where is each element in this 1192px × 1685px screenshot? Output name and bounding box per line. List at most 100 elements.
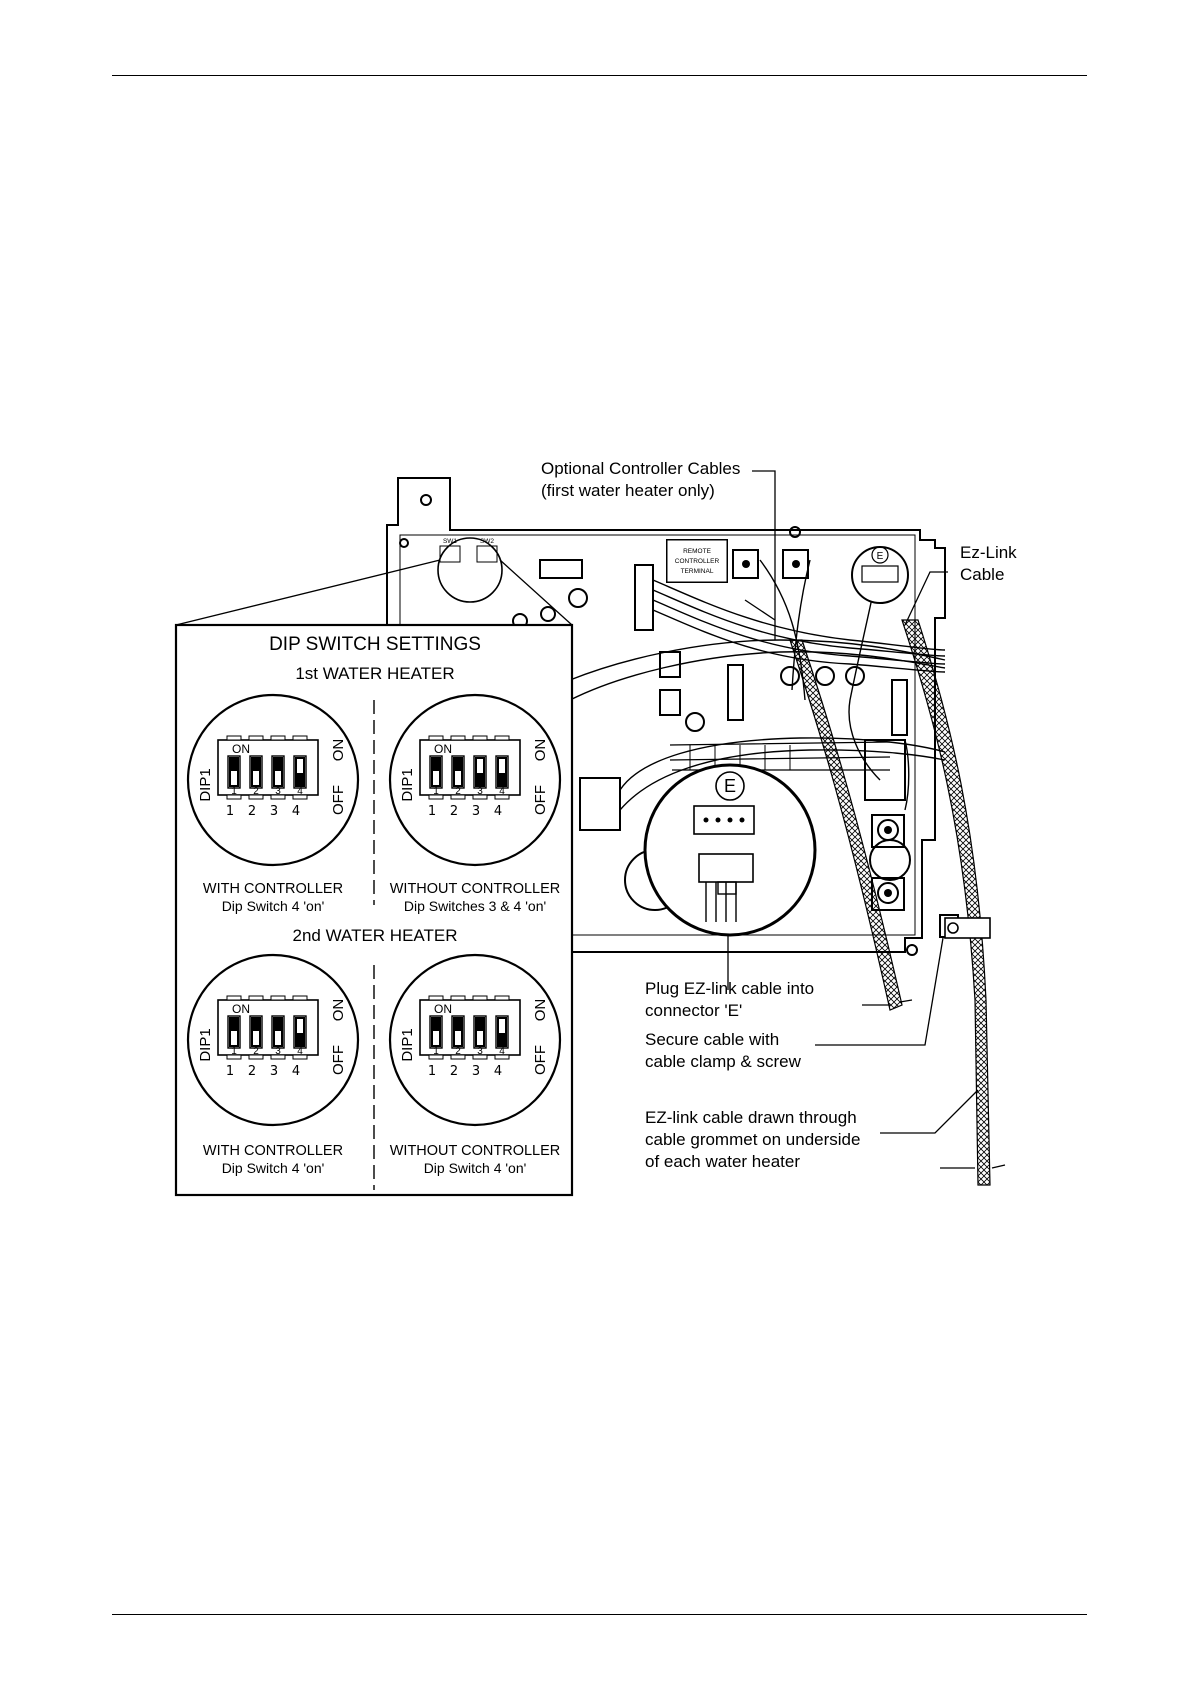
dip-switch-number: 1 <box>226 1064 234 1079</box>
dip-switch-tab <box>226 1054 242 1060</box>
dip-caption: WITH CONTROLLER <box>203 881 343 897</box>
footer-rule <box>112 1614 1087 1615</box>
dip-switch-knob <box>499 1019 505 1033</box>
dip-switch-tab <box>472 1054 488 1060</box>
dip-switch-inner-number: 2 <box>253 1046 259 1057</box>
dip-switch-number: 4 <box>292 804 300 819</box>
dip-caption: WITHOUT CONTROLLER <box>390 881 561 897</box>
off-side-label: OFF <box>532 785 549 815</box>
dip-switch-body <box>419 999 521 1056</box>
dip-switch-inner-number: 1 <box>231 1046 237 1057</box>
dip-switch-knob <box>433 771 439 785</box>
dip-switch-tab <box>450 995 466 1001</box>
dip-switch-inner-number: 2 <box>253 786 259 797</box>
dip-panel-title: DIP SWITCH SETTINGS <box>269 634 481 655</box>
dip-switch-inner-number: 4 <box>499 786 505 797</box>
on-side-label: ON <box>532 999 549 1022</box>
dip-switch-body <box>217 739 319 796</box>
remote-terminal-label: REMOTE CONTROLLER TERMINAL <box>666 539 728 583</box>
dip-detail: Dip Switch 4 'on' <box>222 898 325 914</box>
dip-switch-tab <box>270 995 286 1001</box>
dip-switch-tab <box>248 1054 264 1060</box>
dip-switch-inner-number: 4 <box>297 1046 303 1057</box>
header-rule <box>112 75 1087 76</box>
dip-switch-tab <box>428 794 444 800</box>
heater1-title: 1st WATER HEATER <box>295 664 454 683</box>
callout-plug: Plug EZ-link cable into connector 'E' <box>645 979 814 1020</box>
ez-link-line1: Ez-Link <box>960 543 1017 562</box>
dip-switch-tab <box>428 735 444 741</box>
dip-caption: WITH CONTROLLER <box>203 1143 343 1159</box>
callout-secure: Secure cable with cable clamp & screw <box>645 1030 802 1071</box>
dip-switch-tab <box>494 794 510 800</box>
dip-switch-number: 1 <box>428 804 436 819</box>
dip-switch-tab <box>270 735 286 741</box>
dip-switch-knob <box>433 1031 439 1045</box>
remote-terminal-line1: REMOTE <box>683 548 711 555</box>
board-switch-labels: SW1 SW2 <box>439 538 498 563</box>
dip-switch-tab <box>494 995 510 1001</box>
dip-switch-inner-number: 4 <box>499 1046 505 1057</box>
optional-cables-line2: (first water heater only) <box>541 481 715 500</box>
connector-e-letter: E <box>724 776 736 796</box>
dip-on-inside: ON <box>232 1002 250 1016</box>
dip-switch-tab <box>226 995 242 1001</box>
dip-switch-number: 2 <box>450 1064 458 1079</box>
dip-switch-tab <box>226 735 242 741</box>
dip-switch-number: 2 <box>248 804 256 819</box>
secure-line2: cable clamp & screw <box>645 1052 802 1071</box>
on-side-label: ON <box>330 999 347 1022</box>
dip-switch-tab <box>494 735 510 741</box>
dip-switch-tab <box>450 794 466 800</box>
connector-e-detail <box>643 763 817 937</box>
dip-switch-inner-number: 1 <box>433 1046 439 1057</box>
dip-switch-body <box>419 739 521 796</box>
dip-switch-knob <box>253 1031 259 1045</box>
dip-switch-tab <box>428 995 444 1001</box>
dip-switch-inner-number: 2 <box>455 1046 461 1057</box>
off-side-label: OFF <box>330 1045 347 1075</box>
dip-switch-knob <box>231 1031 237 1045</box>
dip-switch-tab <box>270 1054 286 1060</box>
dip-switch-tab <box>248 735 264 741</box>
drawn-line1: EZ-link cable drawn through <box>645 1108 857 1127</box>
callout-leaders <box>727 470 1006 1169</box>
dip-detail: Dip Switches 3 & 4 'on' <box>404 898 546 914</box>
dip-switch-knob <box>253 771 259 785</box>
callout-optional-cables: Optional Controller Cables (first water … <box>541 459 740 500</box>
sw2-label: SW2 <box>480 538 494 545</box>
dip-switch-number: 4 <box>494 1064 502 1079</box>
connector-e-pins <box>703 817 745 823</box>
dip-caption: WITHOUT CONTROLLER <box>390 1143 561 1159</box>
dip-switch-number: 3 <box>270 804 278 819</box>
dip-switch-number: 2 <box>450 804 458 819</box>
dip-switch-body <box>217 999 319 1056</box>
dip-switch-tab <box>472 735 488 741</box>
dip-switch-number: 3 <box>472 804 480 819</box>
dip-switch-inner-number: 3 <box>477 1046 483 1057</box>
connector-e-small <box>851 546 909 604</box>
plug-line1: Plug EZ-link cable into <box>645 979 814 998</box>
dip-switch-number: 1 <box>226 804 234 819</box>
dip-switch-knob <box>499 759 505 773</box>
dip-detail: Dip Switch 4 'on' <box>424 1160 527 1176</box>
dip-switch-number: 4 <box>494 804 502 819</box>
dip-switch-knob <box>477 759 483 773</box>
on-side-label: ON <box>532 739 549 762</box>
dip-switch-inner-number: 3 <box>275 786 281 797</box>
drawn-line3: of each water heater <box>645 1152 800 1171</box>
callout-drawn: EZ-link cable drawn through cable gromme… <box>645 1108 860 1171</box>
dip-switch-tab <box>494 1054 510 1060</box>
dip-switch-tab <box>450 1054 466 1060</box>
ez-link-cable-braided <box>789 619 991 1186</box>
dip1-label: DIP1 <box>399 768 416 801</box>
optional-cables-line1: Optional Controller Cables <box>541 459 740 478</box>
heater2-title: 2nd WATER HEATER <box>293 926 458 945</box>
dip-on-inside: ON <box>232 742 250 756</box>
connector-e-small-letter: E <box>877 551 884 562</box>
dip-switch-tab <box>292 794 308 800</box>
